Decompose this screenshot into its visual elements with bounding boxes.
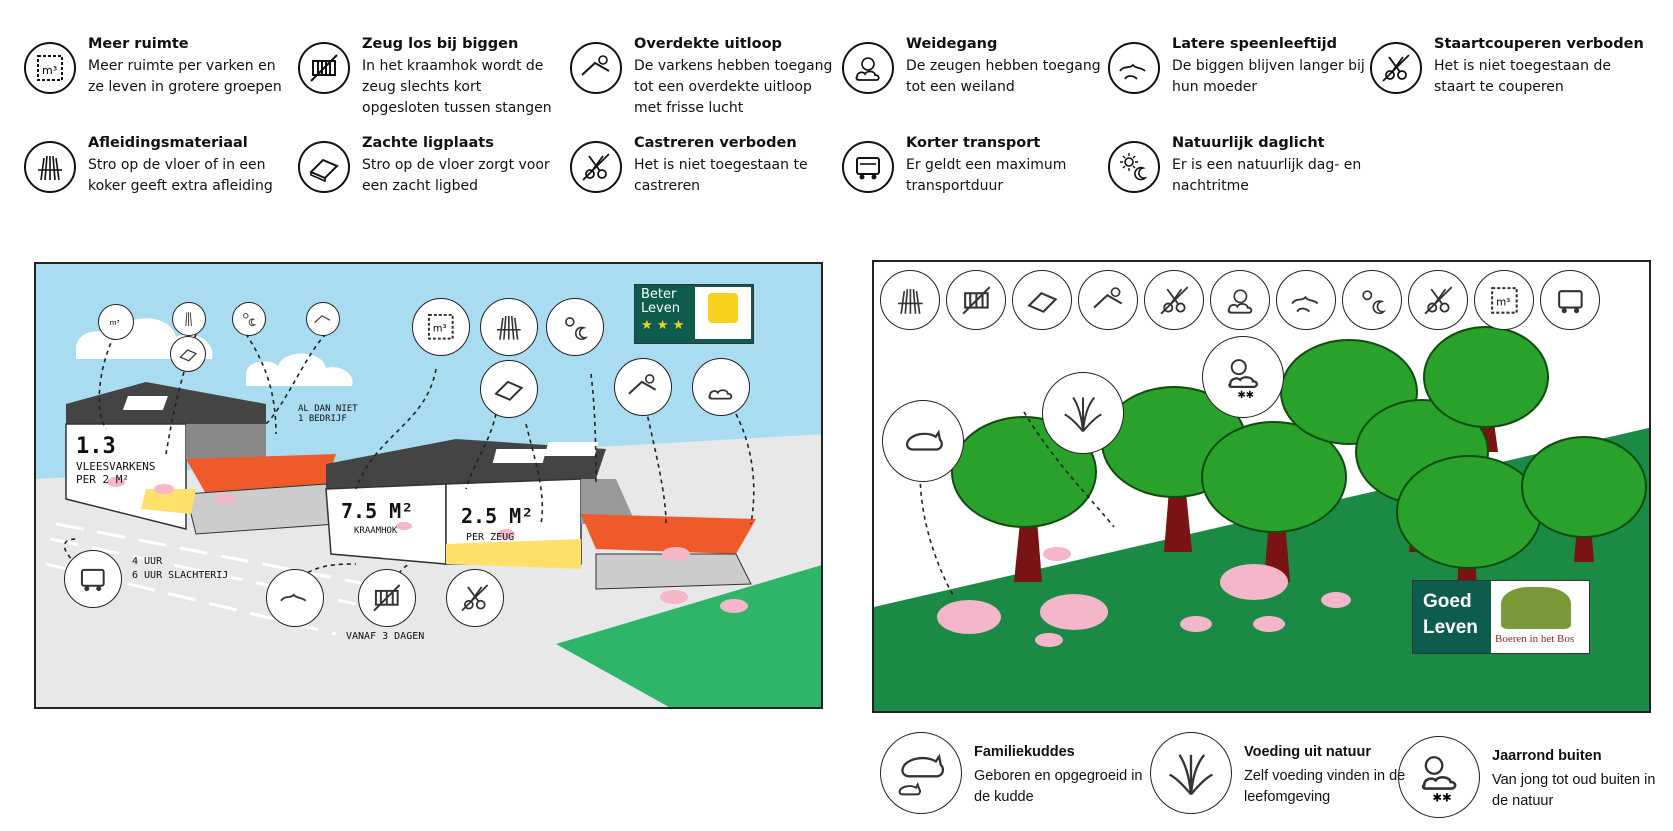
label-zeug-area: 2.5 M² [461,504,534,528]
label-vleesvarkens: VLEESVARKENS PER 2 M² [76,460,156,486]
bubble-straw-2-icon [480,298,538,356]
row-sun-moon-icon [1342,270,1402,330]
soft-bed-icon [298,141,350,193]
feature-staartcouperen: Staartcouperen verboden Het is niet toeg… [1370,36,1644,96]
straw-icon [24,141,76,193]
sun-moon-icon [1108,141,1160,193]
label-vleesvarkens-number: 1.3 [76,434,116,459]
svg-text:m³: m³ [42,64,57,77]
row-scissors-tail-icon [1408,270,1468,330]
feature-overdekte-uitloop: Overdekte uitloop De varkens hebben toeg… [570,36,832,116]
weather-bubble-icon: ✱✱ [1202,336,1284,418]
cubic-meter-icon: m³ [24,42,76,94]
badge-stars: ★ ★ ★ [641,318,685,333]
row-truck-icon [1540,270,1600,330]
tree-logo-icon [1501,587,1571,629]
label-note: AL DAN NIET 1 BEDRIJF [298,404,358,424]
bubble-straw-icon [172,302,206,336]
label-transport-1: 4 UUR [132,556,163,567]
row-castration-icon [1144,270,1204,330]
feature-zachte-ligplaats: Zachte ligplaats Stro op de vloer zorgt … [298,135,550,195]
row-sun-cloud-icon [1210,270,1270,330]
bubble-bed-icon [170,336,206,372]
feature-zeug-los: Zeug los bij biggen In het kraamhok word… [298,36,552,116]
beter-leven-illustration: m³ m³ 1.3 VLEESVARKENS PER 2 M² AL DAN N… [34,262,823,709]
label-per-zeug: PER ZEUG [466,532,515,543]
castration-crossed-icon [570,141,622,193]
icon-row: m³ [880,270,1620,332]
bubble-weide-icon [692,358,750,416]
family-bubble-pig-icon [882,400,964,482]
feature-weidegang: Weidegang De zeugen hebben toegang tot e… [842,36,1101,96]
svg-text:m³: m³ [433,324,447,335]
row-straw-icon [880,270,940,330]
bubble-sun-moon-2-icon [546,298,604,356]
feature-natuurlijk-daglicht: Natuurlijk daglicht Er is een natuurlijk… [1108,135,1361,195]
piglet-suckling-icon [1108,42,1160,94]
feature-korter-transport: Korter transport Er geldt een maximum tr… [842,135,1092,195]
feature-castreren-verboden: Castreren verboden Het is niet toegestaa… [570,135,820,195]
feature-latere-speenleeftijd: Latere speenleeftijd De biggen blijven l… [1108,36,1365,96]
bubble-covered-run-icon [306,302,340,336]
truck-icon [842,141,894,193]
feature-voeding-uit-natuur: Voeding uit natuur Zelf voeding vinden i… [1150,732,1410,822]
bubble-meer-ruimte-icon: m³ [412,298,470,356]
feature-meer-ruimte: m³ Meer ruimte Meer ruimte per varken en… [24,36,282,96]
label-vanaf: VANAF 3 DAGEN [346,631,425,642]
hand-icon [708,293,738,323]
label-kraamhok-area: 7.5 M² [341,499,414,523]
svg-text:m³: m³ [1496,297,1510,308]
bubble-bed-2-icon [480,360,538,418]
goed-leven-logo: Goed Leven Boeren in het Bos [1412,580,1590,654]
bubble-piglet-icon [266,569,324,627]
label-kraamhok: KRAAMHOK [354,526,398,536]
sun-cloud-icon [842,42,894,94]
pig-family-icon [880,732,962,814]
grass-icon [1150,732,1232,814]
grass-bubble-icon [1042,372,1124,454]
bubble-sun-moon-icon [232,302,266,336]
feature-familiekuddes: Familiekuddes Geboren en opgegroeid in d… [880,732,1143,822]
svg-text:m³: m³ [109,318,119,327]
covered-run-icon [570,42,622,94]
label-transport-2: 6 UUR SLACHTERIJ [132,570,229,581]
feature-afleidingsmateriaal: Afleidingsmateriaal Stro op de vloer of … [24,135,274,195]
row-covered-run-icon [1078,270,1138,330]
beter-leven-badge: Beter Leven ★ ★ ★ [634,284,754,344]
bubble-bars-icon [358,569,416,627]
row-bars-icon [946,270,1006,330]
feature-jaarrond-buiten: ✱✱ Jaarrond buiten Van jong tot oud buit… [1398,736,1658,826]
svg-text:✱✱: ✱✱ [1237,390,1254,401]
bars-crossed-icon [298,42,350,94]
row-cubic-meter-icon: m³ [1474,270,1534,330]
weather-icon: ✱✱ [1398,736,1480,818]
row-piglet-icon [1276,270,1336,330]
goed-leven-illustration: m³ ✱✱ Goed Leven Boeren in het Bos [872,260,1651,713]
scissors-tail-crossed-icon [1370,42,1422,94]
svg-text:✱✱: ✱✱ [1432,791,1451,805]
dierenbescherming-logo [695,287,751,339]
bubble-covered-run-2-icon [614,358,672,416]
bubble-truck-icon [64,550,122,608]
bubble-castration-icon [446,569,504,627]
bubble-m3-icon: m³ [98,304,134,340]
row-bed-icon [1012,270,1072,330]
